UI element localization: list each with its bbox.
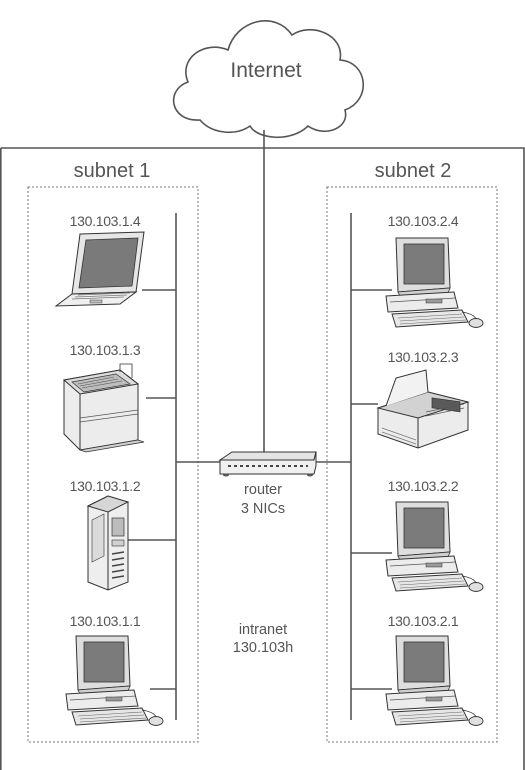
device-ip-label: 130.103.2.1 [388, 613, 459, 629]
router-icon [219, 451, 317, 478]
device-ip-label: 130.103.2.3 [388, 349, 459, 365]
subnet2-box [326, 186, 498, 743]
intranet-address-label: 130.103h [233, 640, 293, 656]
device-ip-label: 130.103.2.2 [388, 478, 459, 494]
intranet-label: intranet [239, 622, 287, 638]
subnet2-title: subnet 2 [375, 160, 452, 182]
printer-icon [63, 363, 145, 453]
desktop-computer-icon [65, 635, 164, 726]
router-label: router [244, 482, 282, 498]
subnet1-box [27, 186, 199, 743]
device-ip-label: 130.103.2.4 [388, 213, 459, 229]
fax-machine-icon [377, 369, 469, 449]
desktop-computer-icon [385, 237, 484, 328]
device-ip-label: 130.103.1.3 [70, 342, 141, 358]
device-ip-label: 130.103.1.1 [70, 613, 141, 629]
router-nics-label: 3 NICs [241, 501, 285, 517]
internet-label: Internet [230, 59, 301, 82]
internet-cloud-icon [172, 20, 364, 138]
outer-frame [0, 147, 525, 770]
device-ip-label: 130.103.1.2 [70, 478, 141, 494]
device-ip-label: 130.103.1.4 [70, 213, 141, 229]
desktop-computer-icon [385, 501, 484, 592]
desktop-computer-icon [385, 635, 484, 726]
subnet1-title: subnet 1 [74, 160, 151, 182]
server-tower-icon [87, 495, 129, 591]
laptop-icon [55, 231, 145, 307]
